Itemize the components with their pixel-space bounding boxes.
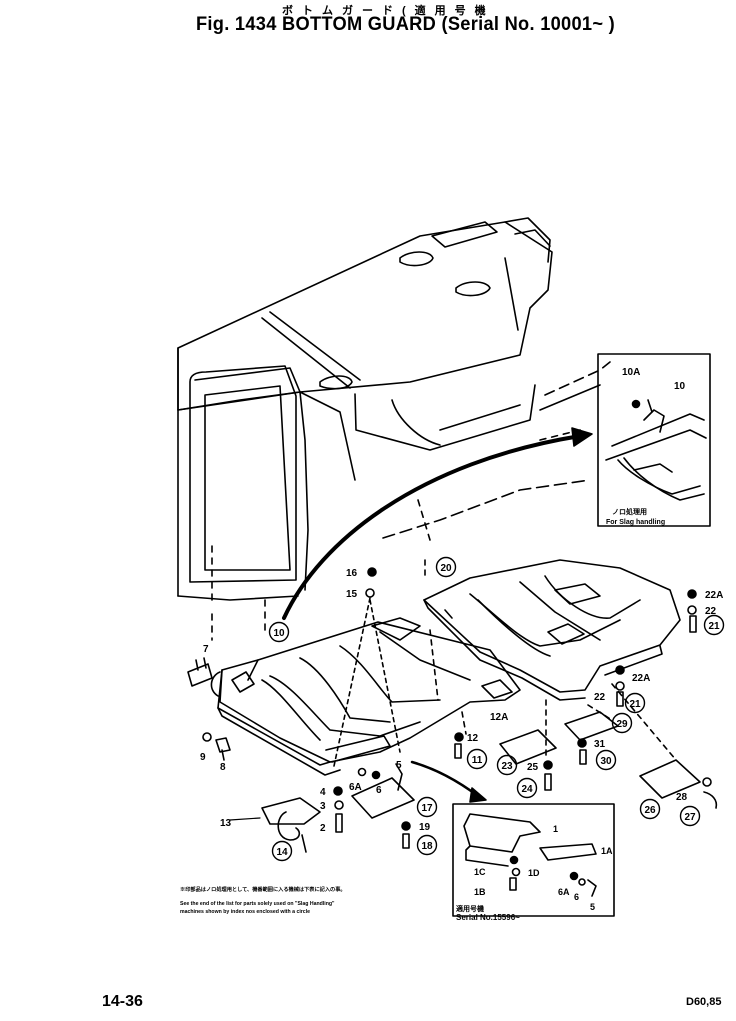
inset-bottom-part-1B: 1B [474,887,486,897]
label-6: 6 [376,785,382,796]
note-en-line2: machines shown by index nos enclosed wit… [180,909,310,915]
label-19: 19 [419,822,431,833]
inset-bottom-caption-jp: 適用号機 [456,904,484,913]
callout-23: 23 [501,761,513,772]
callout-20: 20 [440,563,452,574]
label-22-b: 22 [594,692,606,703]
detail-reference-arrow [282,427,593,620]
hardware-parts [187,567,718,853]
label-4: 4 [320,787,326,798]
inset-top-caption-jp: ノロ処理用 [612,507,647,516]
label-22A-a: 22A [705,590,723,601]
callout-29: 29 [616,719,628,730]
inset-top-box [597,353,711,527]
inset-bottom-part-1C: 1C [474,867,486,877]
label-13: 13 [220,818,232,829]
note-en-line1: See the end of the list for parts solely… [180,901,335,907]
callout-18: 18 [421,841,433,852]
inset-top-part-10A: 10A [622,367,640,378]
note-block: ※印部品はノロ処理用として、機番範囲に入る機械は下表に記入の事。 See the… [180,885,346,915]
note-jp: ※印部品はノロ処理用として、機番範囲に入る機械は下表に記入の事。 [180,885,346,893]
inset-bottom-text: 1 1A 1C 1D 1B 6A 6 5 適用号機 Serial No.1559… [456,824,613,922]
label-12A: 12A [490,712,508,723]
label-16: 16 [346,568,358,579]
label-9: 9 [200,752,206,763]
title-kana: ボトムガード(適用号機 [282,5,495,17]
inset-bottom-part-1D: 1D [528,868,540,878]
model-code: D60,85 [686,996,722,1008]
label-15: 15 [346,589,358,600]
inset-bottom-box [452,803,615,917]
inset-top-part-10: 10 [674,381,686,392]
callout-27: 27 [684,812,696,823]
callout-21a: 21 [708,621,720,632]
callout-10: 10 [273,628,285,639]
label-22-a: 22 [705,606,717,617]
callout-30: 30 [600,756,612,767]
label-5: 5 [396,760,402,771]
inset-bottom-caption: Serial No.15596~ [456,913,520,922]
inset-bottom-part-1A: 1A [601,846,613,856]
label-12: 12 [467,733,479,744]
inset-top-text: 10A 10 ノロ処理用 For Slag handling [606,367,686,526]
inset-bottom-part-6A: 6A [558,887,570,897]
label-28: 28 [676,792,688,803]
inset-bottom-part-1: 1 [553,824,558,834]
label-2: 2 [320,823,326,834]
machine-body-outline [177,217,611,641]
label-6A: 6A [349,782,362,793]
rear-bottom-guard [423,559,681,701]
front-bottom-guard [210,617,521,776]
callout-24: 24 [521,784,533,795]
circled-callouts: 10 20 11 14 18 21 21 23 24 26 27 29 30 1… [268,556,725,862]
label-7: 7 [203,644,209,655]
inset-arrow [410,760,487,803]
callout-21b: 21 [629,699,641,710]
label-8: 8 [220,762,226,773]
callout-11: 11 [472,755,483,766]
callout-14: 14 [276,847,288,858]
callout-26: 26 [644,805,656,816]
inset-bottom-part-5: 5 [590,902,595,912]
part-labels: 7 16 15 22A 22 22A 22 12A 12 9 8 6A 6 5 … [200,568,723,834]
label-22A-b: 22A [632,673,650,684]
label-31: 31 [594,739,606,750]
label-3: 3 [320,801,326,812]
inset-top-caption: For Slag handling [606,519,665,526]
label-25: 25 [527,762,539,773]
page-number: 14-36 [102,993,143,1010]
inset-bottom-part-6: 6 [574,892,579,902]
callout-17: 17 [421,803,433,814]
page-title: Fig. 1434 BOTTOM GUARD (Serial No. 10001… [196,14,616,35]
